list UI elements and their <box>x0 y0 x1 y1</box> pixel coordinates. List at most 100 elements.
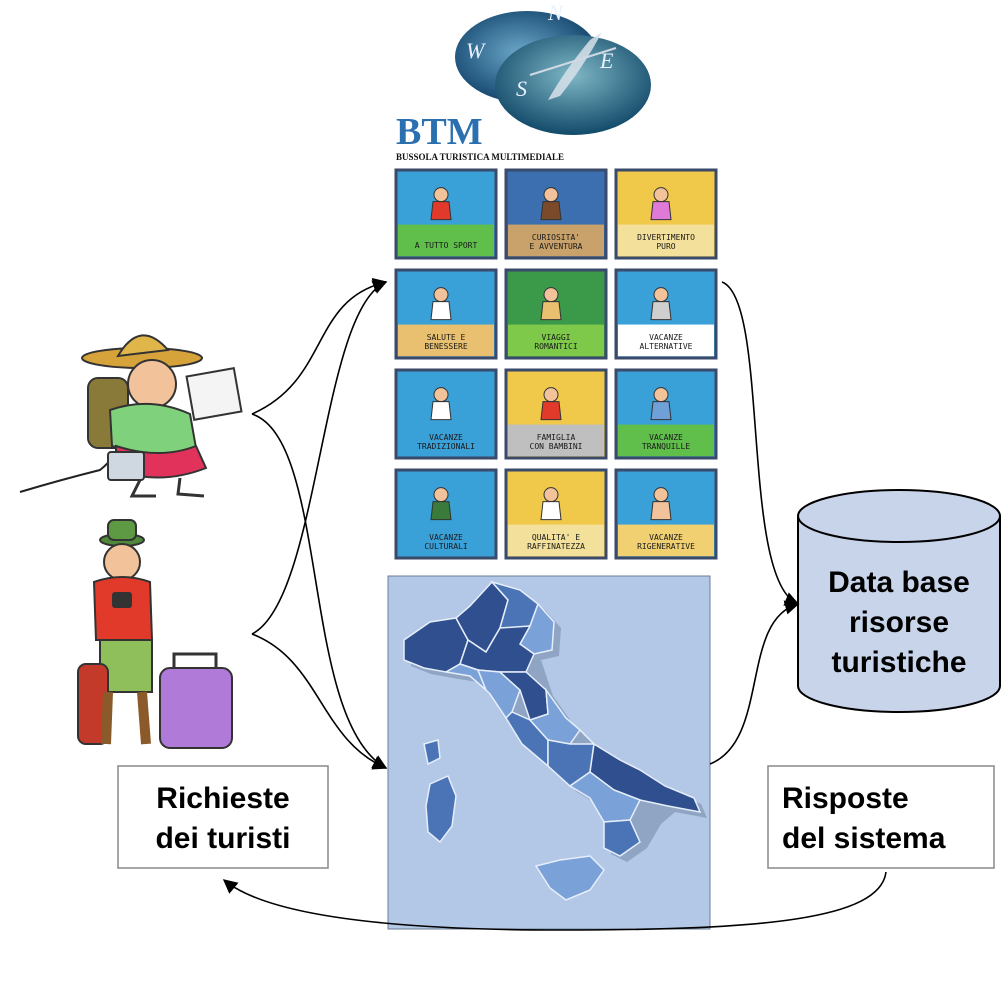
italy-map <box>403 580 707 901</box>
responses-box-frame <box>767 765 995 869</box>
holiday-tile-label: CULTURALI <box>424 542 468 551</box>
database-top <box>797 489 1001 543</box>
holiday-tile-ground <box>508 324 604 357</box>
responses-label-line1: Risposte <box>782 782 909 815</box>
tourist-head <box>103 543 141 581</box>
flow-arrows <box>222 277 887 931</box>
boots <box>101 691 151 745</box>
btm-logo-subtitle: BUSSOLA TURISTICA MULTIMEDIALE <box>396 152 564 162</box>
holiday-tile-label: E AVVENTURA <box>530 242 583 251</box>
camera-icon <box>112 592 132 608</box>
holiday-tile-label: A TUTTO SPORT <box>415 241 478 250</box>
compass-needle <box>548 32 602 100</box>
holiday-tile-ground <box>508 224 604 257</box>
holiday-tile-label: RAFFINATEZZA <box>527 542 585 551</box>
couple-picnic-icon <box>540 287 562 321</box>
requests-box: Richieste dei turisti <box>117 765 329 869</box>
arrow-grid-to-database <box>721 281 800 606</box>
camera-cable <box>19 454 115 493</box>
holiday-tile-label: PURO <box>656 242 675 251</box>
waiter-dinner-icon <box>540 487 562 521</box>
holiday-tile-label: TRADIZIONALI <box>417 442 475 451</box>
arrow-tourist2-to-grid <box>251 280 388 635</box>
tourist-with-luggage-figure <box>77 519 233 749</box>
green-shirt <box>108 402 198 455</box>
arrow-tourist1-to-map <box>251 413 388 769</box>
holiday-tile-label: VACANZE <box>429 433 463 442</box>
holiday-tile-label: VACANZE <box>649 333 683 342</box>
holiday-tile-label: QUALITA' E <box>532 533 580 542</box>
holiday-tile[interactable]: CURIOSITA'E AVVENTURA <box>504 168 608 260</box>
holiday-tile-label: RIGENERATIVE <box>637 542 695 551</box>
holiday-tile-label: VACANZE <box>429 533 463 542</box>
database-label-line2: risorse <box>849 606 949 639</box>
holiday-tile-ground <box>618 324 714 357</box>
requests-label-line2: dei turisti <box>155 822 290 855</box>
tourist-with-map-figure <box>19 334 243 498</box>
region-calabria <box>603 819 641 857</box>
family-icon <box>540 387 562 421</box>
requests-box-frame <box>117 765 329 869</box>
holiday-tile-ground <box>398 324 494 357</box>
tourist-head <box>127 359 177 409</box>
holiday-tile[interactable]: A TUTTO SPORT <box>394 168 498 260</box>
newspaper-map <box>185 367 243 421</box>
database-cylinder: Data base risorse turistiche <box>797 489 1001 713</box>
holiday-tile-ground <box>398 224 494 257</box>
purple-suitcase <box>159 667 233 749</box>
island-palm-icon <box>650 487 672 521</box>
green-shorts <box>99 639 153 693</box>
portable-tv <box>107 451 145 481</box>
tourist-legs <box>129 477 205 498</box>
responses-box: Risposte del sistema <box>767 765 995 869</box>
holiday-tile-label: CURIOSITA' <box>532 233 580 242</box>
holiday-tile-label: ALTERNATIVE <box>640 342 693 351</box>
compass-letter-n: N <box>547 0 564 25</box>
massage-icon <box>430 287 452 321</box>
holiday-tile-label: BENESSERE <box>424 342 468 351</box>
compass-lens-right <box>495 35 651 135</box>
suitcase-handle <box>172 652 218 668</box>
reading-newspaper-icon <box>430 387 452 421</box>
holiday-tile-ground <box>398 524 494 557</box>
holiday-tile-ground <box>618 424 714 457</box>
green-hat-crown <box>107 519 137 541</box>
compass-letter-e: E <box>599 48 614 73</box>
holiday-tile-label: DIVERTIMENTO <box>637 233 695 242</box>
red-shirt <box>92 576 154 641</box>
arrow-tourist1-to-grid <box>251 277 388 415</box>
holiday-tile-label: ROMANTICI <box>534 342 578 351</box>
compass-needle-bar <box>529 47 617 76</box>
gorilla-explorer-icon <box>540 187 562 221</box>
party-people-icon <box>650 187 672 221</box>
compass-letter-w: W <box>466 38 486 63</box>
database-label-line1: Data base <box>828 566 970 599</box>
btm-logo-mark: BTM <box>396 111 483 153</box>
elderly-couple-icon <box>650 387 672 421</box>
tennis-player-icon <box>430 187 452 221</box>
sun-hat-crown <box>116 334 171 358</box>
holiday-tile-ground <box>508 424 604 457</box>
arrow-responses-to-requests <box>222 871 887 931</box>
holiday-tile-label: VACANZE <box>649 433 683 442</box>
arrow-map-to-database <box>709 600 800 765</box>
astronaut-globe-icon <box>650 287 672 321</box>
database-body <box>797 516 1001 713</box>
compass-letter-s: S <box>516 76 527 101</box>
holiday-tile-label: SALUTE E <box>427 333 466 342</box>
holiday-tile-label: CON BAMBINI <box>530 442 583 451</box>
holiday-tile-label: VIAGGI <box>542 333 571 342</box>
museum-visitors-icon <box>430 487 452 521</box>
